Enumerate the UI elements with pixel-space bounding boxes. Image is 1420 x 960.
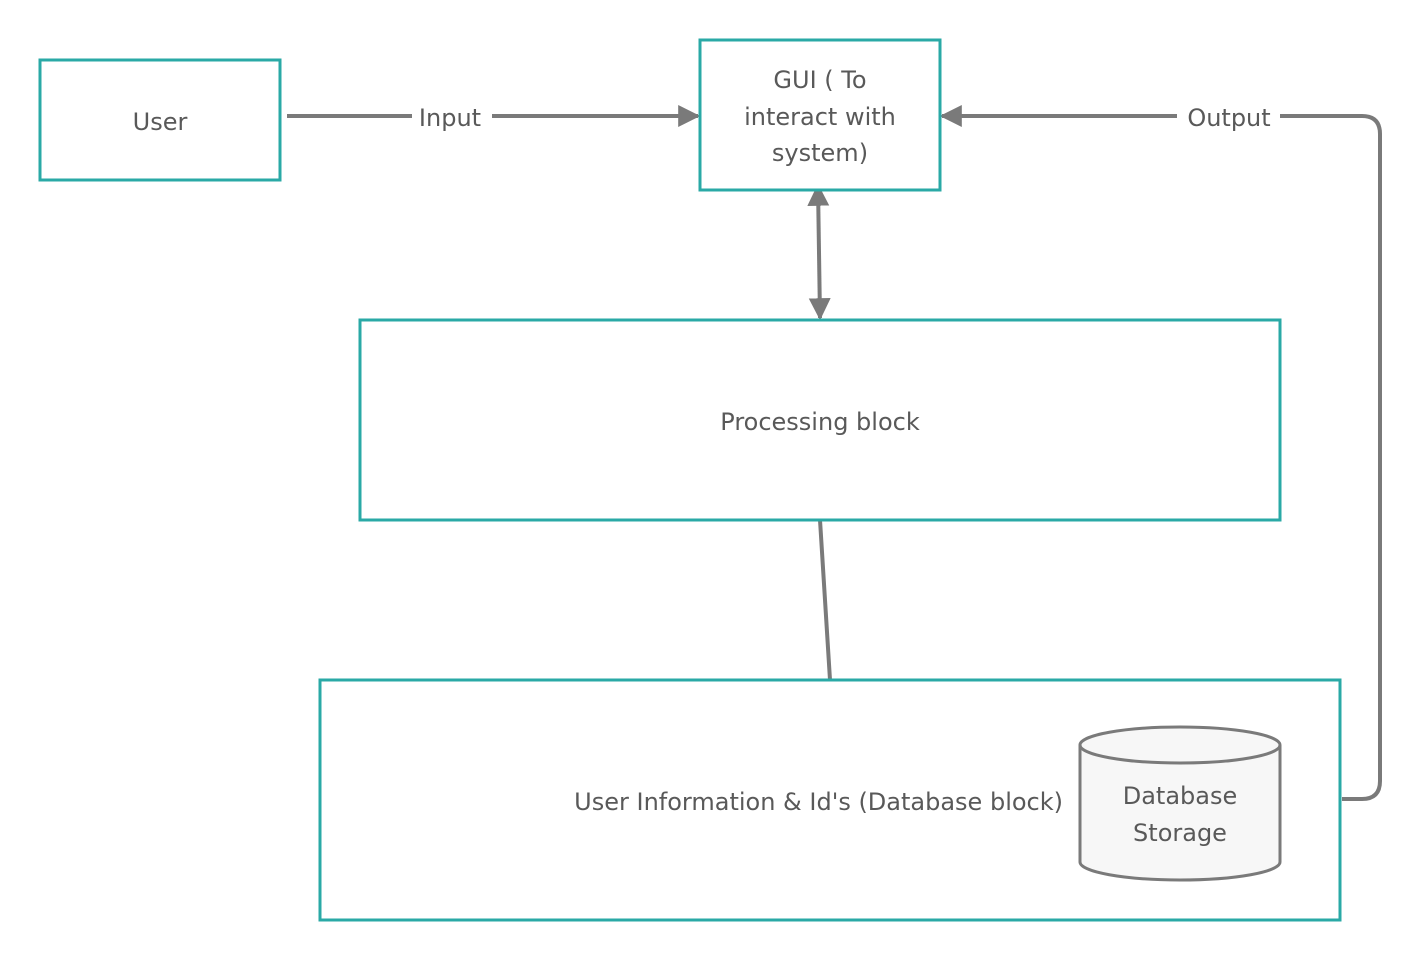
database-storage-label-line-2: Storage xyxy=(1133,819,1227,847)
gui-label-line-1: GUI ( To xyxy=(773,66,866,94)
gui-label-line-3: system) xyxy=(772,139,868,167)
user-box: User xyxy=(38,58,282,182)
user-label: User xyxy=(133,108,188,136)
gui-box: GUI ( To interact with system) xyxy=(698,38,942,192)
database-block-label: User Information & Id's (Database block) xyxy=(574,788,1063,816)
gui-label-line-2: interact with xyxy=(744,103,896,131)
output-label: Output xyxy=(1187,104,1270,132)
input-label: Input xyxy=(419,104,481,132)
gui-processing-connector xyxy=(807,183,831,321)
database-storage-icon: Database Storage xyxy=(1078,725,1282,882)
processing-block: Processing block xyxy=(358,318,1282,522)
database-storage-label-line-1: Database xyxy=(1123,782,1238,810)
database-block: User Information & Id's (Database block)… xyxy=(318,678,1342,922)
processing-label: Processing block xyxy=(720,408,920,436)
processing-database-connector xyxy=(818,519,832,681)
output-connector xyxy=(1280,114,1382,801)
